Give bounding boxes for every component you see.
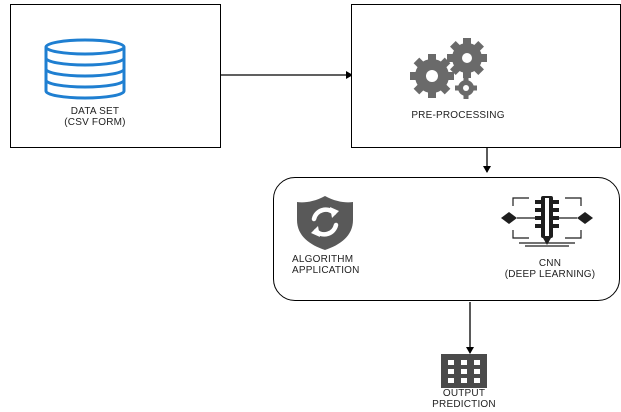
shield-refresh-icon	[297, 196, 353, 250]
algorithm-label: ALGORITHM APPLICATION	[292, 254, 372, 276]
neural-network-icon	[501, 196, 593, 247]
dataset-label: DATA SET (CSV FORM)	[10, 106, 180, 128]
grid-building-icon	[441, 354, 487, 388]
preprocessing-label: PRE-PROCESSING	[411, 110, 505, 121]
dataset-label-line2: (CSV FORM)	[64, 117, 126, 128]
output-label-line2: PREDICTION	[432, 399, 496, 410]
database-icon	[44, 38, 126, 100]
gears-icon	[410, 38, 487, 99]
algorithm-label-line1: ALGORITHM	[292, 254, 354, 265]
cnn-label-line2: (DEEP LEARNING)	[504, 269, 596, 280]
output-label: OUTPUT PREDICTION	[424, 388, 504, 410]
cnn-label-line1: CNN	[538, 258, 562, 269]
output-label-line1: OUTPUT	[442, 388, 486, 399]
algorithm-label-line2: APPLICATION	[292, 265, 360, 276]
cnn-label: CNN (DEEP LEARNING)	[490, 258, 610, 280]
dataset-label-line1: DATA SET	[70, 106, 120, 117]
preprocessing-node	[351, 4, 621, 148]
